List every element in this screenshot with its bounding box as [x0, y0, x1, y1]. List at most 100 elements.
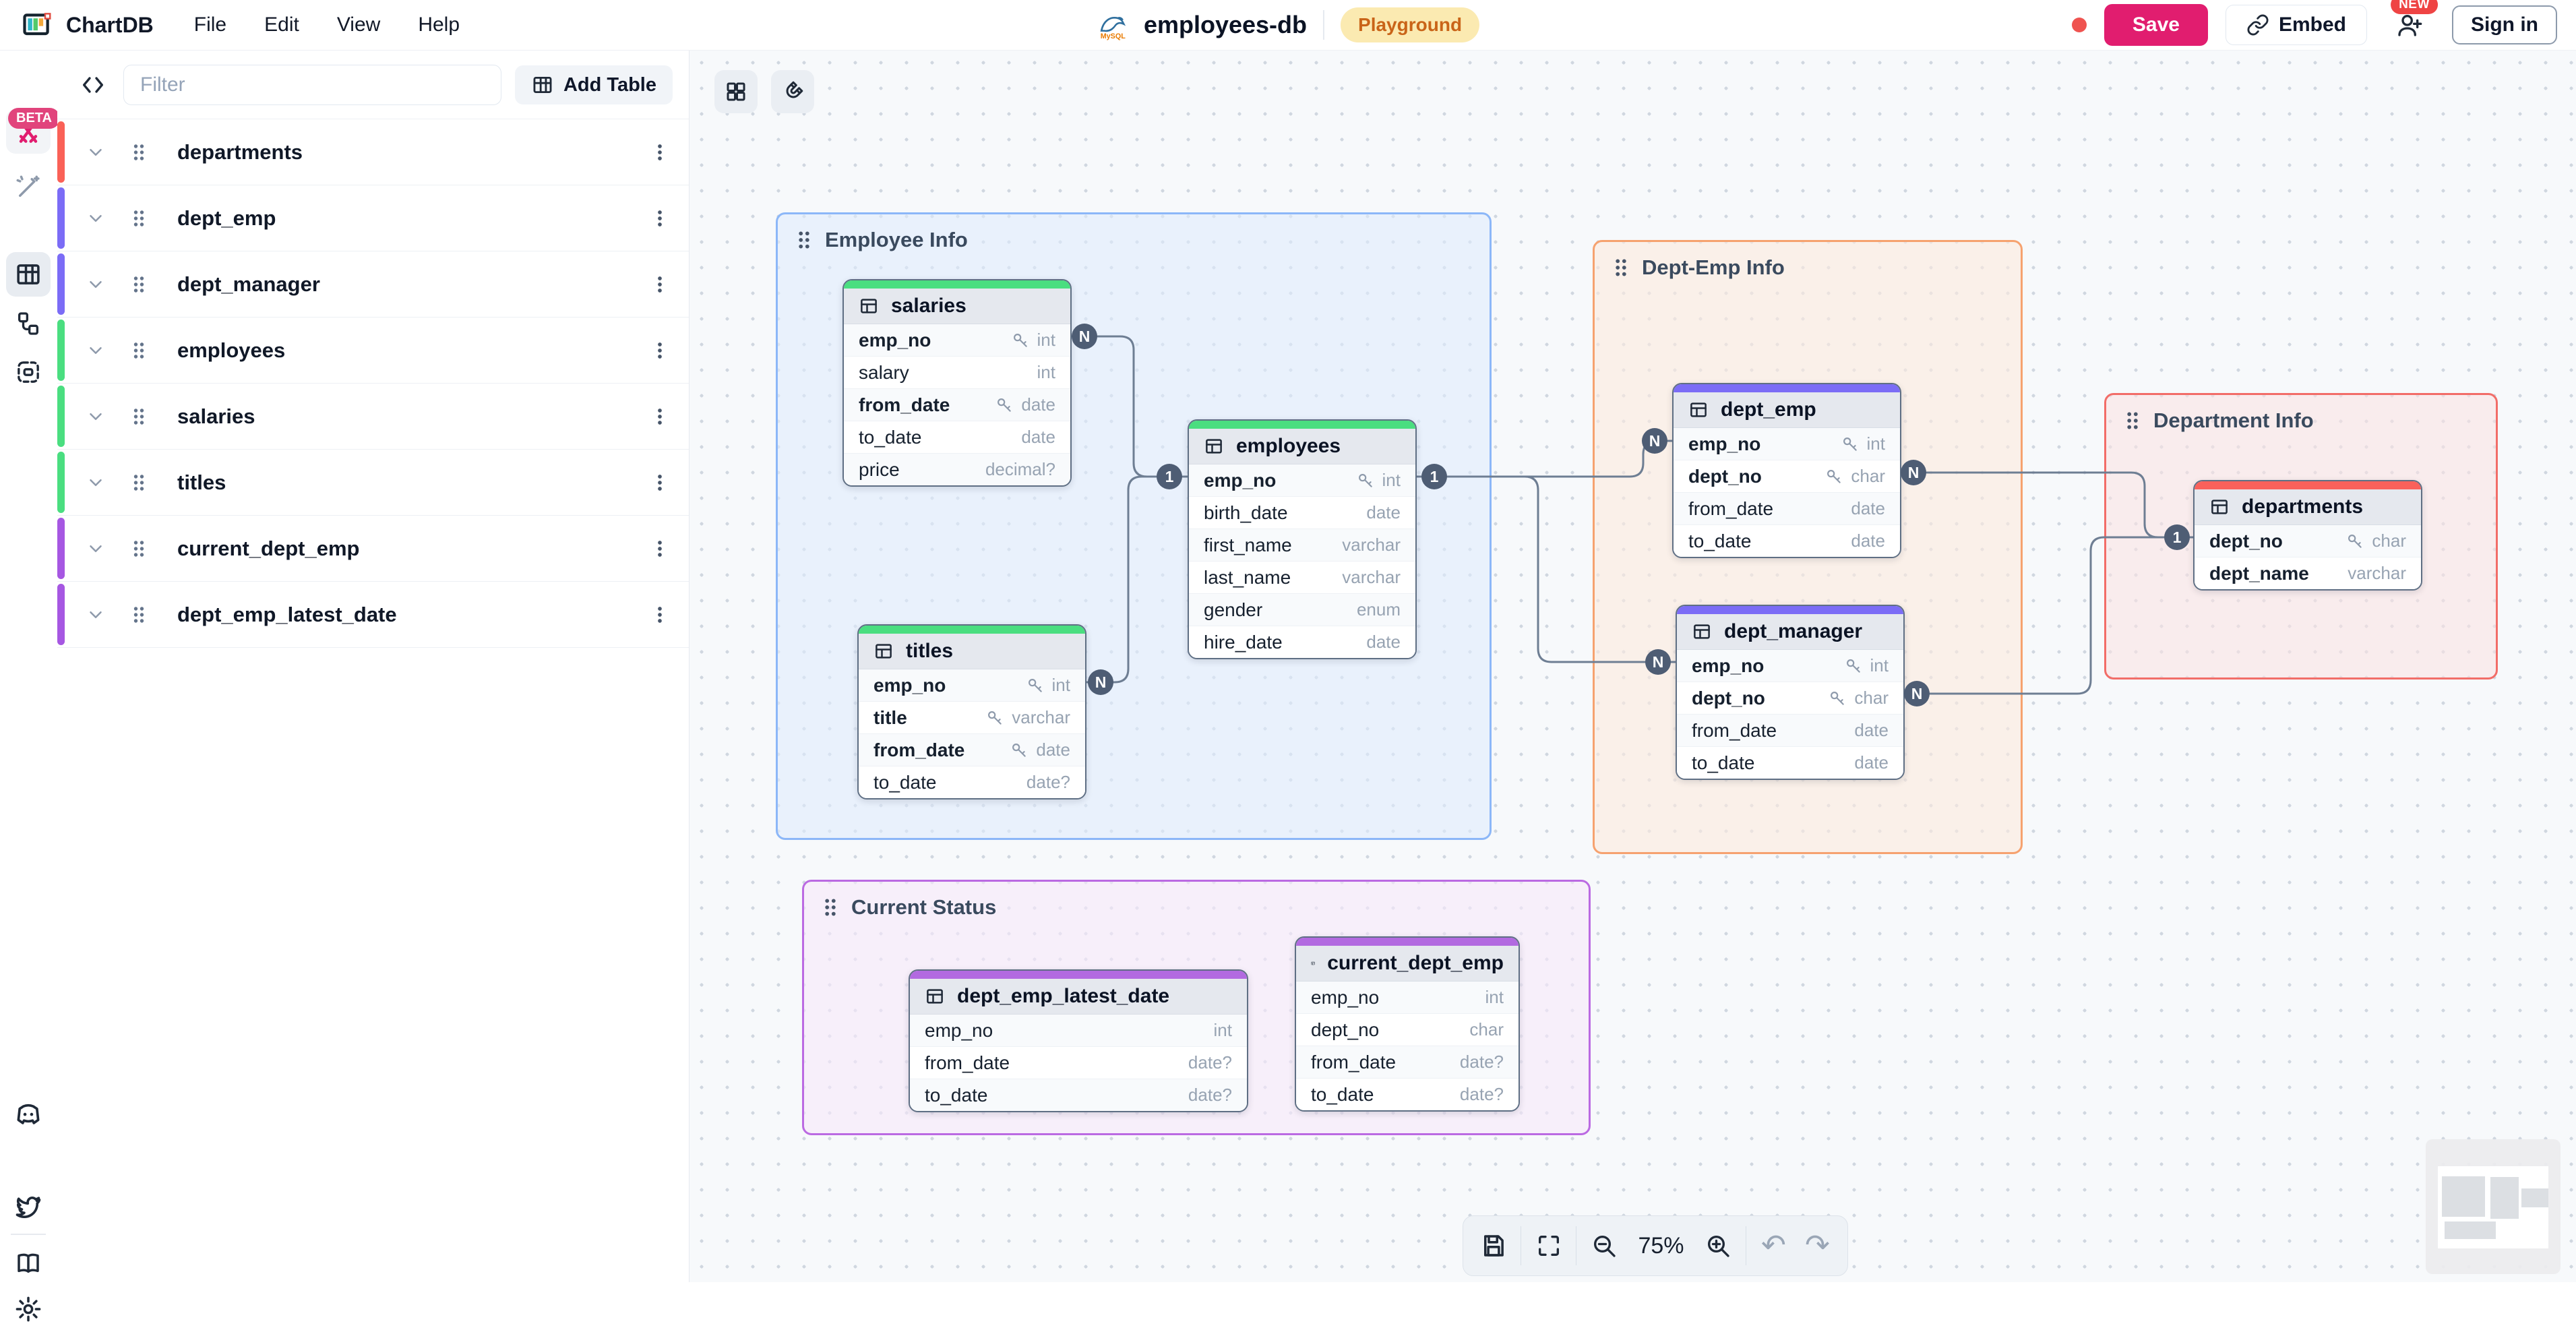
field-name[interactable]: dept_name [2209, 563, 2309, 584]
table-node-dept_manager[interactable]: dept_manager emp_noint dept_nochar from_… [1676, 605, 1905, 780]
table-node-employees[interactable]: employees emp_noint birth_datedate first… [1188, 419, 1417, 659]
zoom-out-icon[interactable] [1587, 1228, 1620, 1263]
table-menu-icon[interactable] [651, 605, 669, 625]
sidebar-table-dept_emp_latest_date[interactable]: dept_emp_latest_date [57, 582, 689, 648]
save-button[interactable]: Save [2104, 4, 2208, 46]
save-diagram-icon[interactable] [1477, 1228, 1510, 1263]
field-name[interactable]: dept_no [2209, 531, 2283, 552]
field-name[interactable]: emp_no [1688, 433, 1760, 455]
drag-handle-icon[interactable] [130, 605, 148, 625]
tables-panel-button[interactable] [6, 252, 51, 297]
table-node-titles[interactable]: titles emp_noint titlevarchar from_dated… [857, 624, 1086, 799]
zoom-in-icon[interactable] [1702, 1228, 1735, 1263]
twitter-icon[interactable] [6, 1188, 51, 1226]
chevron-down-icon[interactable] [86, 473, 106, 493]
sidebar-table-titles[interactable]: titles [57, 450, 689, 516]
relationships-button[interactable] [6, 305, 51, 342]
menu-help[interactable]: Help [418, 13, 460, 36]
field-name[interactable]: from_date [1688, 498, 1773, 520]
field-name[interactable]: price [859, 459, 900, 481]
table-menu-icon[interactable] [651, 473, 669, 493]
table-node-header[interactable]: dept_emp [1674, 392, 1900, 428]
chevron-down-icon[interactable] [86, 340, 106, 361]
field-name[interactable]: dept_no [1311, 1019, 1379, 1041]
fit-view-icon[interactable] [1532, 1228, 1565, 1263]
sidebar-table-employees[interactable]: employees [57, 318, 689, 384]
filter-input[interactable] [123, 65, 501, 105]
sidebar-table-dept_emp[interactable]: dept_emp [57, 185, 689, 251]
field-name[interactable]: dept_no [1692, 688, 1765, 709]
undo-icon[interactable]: ↶ [1757, 1228, 1790, 1263]
table-node-salaries[interactable]: salaries emp_noint salaryint from_dateda… [842, 279, 1072, 487]
sidebar-table-dept_manager[interactable]: dept_manager [57, 251, 689, 318]
field-name[interactable]: first_name [1204, 535, 1292, 556]
table-node-header[interactable]: dept_manager [1677, 614, 1903, 650]
field-name[interactable]: from_date [1692, 720, 1777, 742]
field-name[interactable]: dept_no [1688, 466, 1762, 487]
chevron-down-icon[interactable] [86, 539, 106, 559]
field-name[interactable]: emp_no [1311, 987, 1379, 1008]
table-menu-icon[interactable] [651, 539, 669, 559]
signin-button[interactable]: Sign in [2452, 5, 2557, 44]
table-node-header[interactable]: departments [2195, 489, 2421, 525]
field-name[interactable]: last_name [1204, 567, 1291, 588]
field-name[interactable]: from_date [873, 740, 964, 761]
field-name[interactable]: emp_no [873, 675, 946, 696]
table-node-header[interactable]: titles [859, 634, 1085, 669]
chevron-down-icon[interactable] [86, 142, 106, 162]
field-name[interactable]: birth_date [1204, 502, 1288, 524]
discord-icon[interactable] [6, 1096, 51, 1134]
table-node-header[interactable]: dept_emp_latest_date [910, 979, 1247, 1015]
table-menu-icon[interactable] [651, 274, 669, 295]
drag-handle-icon[interactable] [130, 142, 148, 162]
chevron-down-icon[interactable] [86, 605, 106, 625]
rel-employees-dept_emp[interactable] [1414, 441, 1672, 477]
chevron-down-icon[interactable] [86, 274, 106, 295]
field-name[interactable]: hire_date [1204, 632, 1283, 653]
drag-handle-icon[interactable] [130, 406, 148, 427]
areas-button[interactable] [6, 353, 51, 391]
drag-handle-icon[interactable] [130, 539, 148, 559]
settings-gear-icon[interactable] [6, 1290, 51, 1328]
table-node-dept_emp_latest_date[interactable]: dept_emp_latest_date emp_noint from_date… [909, 969, 1248, 1112]
invite-user-button[interactable]: NEW [2385, 3, 2434, 47]
sidebar-table-salaries[interactable]: salaries [57, 384, 689, 450]
rel-dept_manager-departments[interactable] [1902, 537, 2193, 694]
rel-dept_emp-departments[interactable] [1899, 473, 2193, 537]
field-name[interactable]: from_date [859, 394, 950, 416]
table-menu-icon[interactable] [651, 340, 669, 361]
field-name[interactable]: to_date [925, 1085, 987, 1106]
field-name[interactable]: to_date [873, 772, 936, 793]
table-node-header[interactable]: salaries [844, 289, 1070, 324]
field-name[interactable]: from_date [925, 1052, 1010, 1074]
embed-button[interactable]: Embed [2226, 5, 2367, 45]
field-name[interactable]: to_date [1688, 531, 1751, 552]
field-name[interactable]: title [873, 707, 907, 729]
drag-handle-icon[interactable] [130, 340, 148, 361]
sidebar-table-departments[interactable]: departments [57, 119, 689, 185]
menu-edit[interactable]: Edit [264, 13, 299, 36]
drag-handle-icon[interactable] [130, 208, 148, 229]
field-name[interactable]: to_date [1311, 1084, 1374, 1106]
field-name[interactable]: emp_no [1692, 655, 1764, 677]
diagram-title[interactable]: employees-db [1144, 11, 1307, 39]
add-table-button[interactable]: Add Table [515, 65, 673, 104]
drag-handle-icon[interactable] [130, 274, 148, 295]
redo-icon[interactable]: ↷ [1801, 1228, 1834, 1263]
zoom-level[interactable]: 75% [1631, 1233, 1691, 1259]
docs-book-icon[interactable] [6, 1244, 51, 1282]
table-menu-icon[interactable] [651, 208, 669, 229]
magic-wand-button[interactable] [6, 170, 51, 205]
view-sql-code-icon[interactable] [76, 68, 110, 102]
field-name[interactable]: emp_no [859, 330, 931, 351]
field-name[interactable]: gender [1204, 599, 1262, 621]
field-name[interactable]: to_date [1692, 752, 1754, 774]
diagram-canvas[interactable]: Employee Info Dept-Emp Info Department I… [689, 50, 2576, 1282]
table-node-header[interactable]: current_dept_emp [1296, 946, 1519, 982]
field-name[interactable]: emp_no [925, 1020, 993, 1042]
reorder-tables-button[interactable] [714, 70, 758, 113]
rel-salaries-employees[interactable] [1069, 336, 1188, 477]
sidebar-table-current_dept_emp[interactable]: current_dept_emp [57, 516, 689, 582]
table-node-header[interactable]: employees [1189, 429, 1415, 464]
menu-file[interactable]: File [194, 13, 226, 36]
